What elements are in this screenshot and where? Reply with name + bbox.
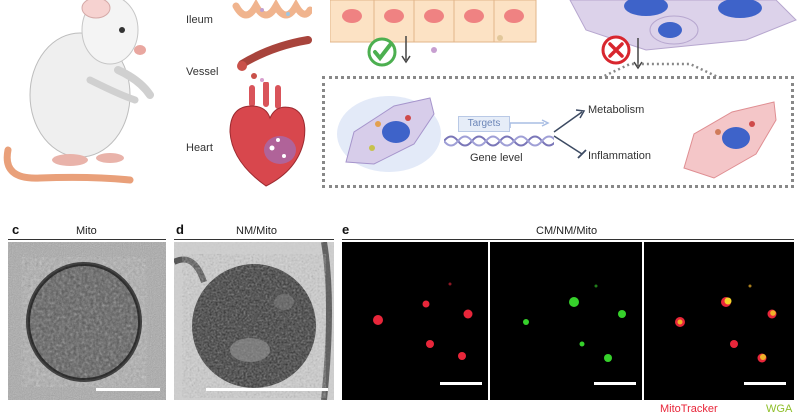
- epithelium-absorption: [330, 0, 537, 53]
- panel-c-micrograph: [8, 242, 166, 400]
- dotted-connector: [599, 62, 721, 80]
- panel-e-letter: e: [342, 222, 350, 237]
- panel-c-title: Mito: [76, 225, 97, 237]
- cardiomyocyte-healthy: [683, 101, 777, 179]
- label-inflammation: Inflammation: [588, 150, 651, 162]
- panel-e-micrograph-mitotracker: [342, 242, 488, 400]
- legend-mitotracker: MitoTracker: [660, 403, 718, 415]
- label-ileum: Ileum: [186, 14, 213, 26]
- legend-wga: WGA: [766, 403, 793, 415]
- cross-icon: [601, 35, 643, 70]
- panel-e-rule: [342, 239, 794, 240]
- heart-illustration: [229, 82, 306, 187]
- check-icon: [367, 36, 411, 67]
- targets-box: Targets: [458, 116, 510, 132]
- dna-helix: [444, 135, 554, 147]
- targets-arrow: [510, 119, 550, 128]
- panel-d-micrograph: [174, 242, 334, 400]
- panel-c-letter: c: [12, 222, 20, 237]
- pathway-arrows: [553, 109, 587, 159]
- panel-c-rule: [8, 239, 166, 240]
- panel-e-micrograph-merge: [644, 242, 794, 400]
- label-gene-level: Gene level: [470, 152, 523, 164]
- cardiomyocytes-upper: [569, 0, 797, 51]
- panel-d-rule: [174, 239, 334, 240]
- panel-c-scale-bar: [96, 388, 160, 391]
- panel-d-letter: d: [176, 222, 184, 237]
- panel-e-micrograph-wga: [490, 242, 642, 400]
- label-heart: Heart: [186, 142, 213, 154]
- ileum-illustration: [232, 0, 312, 19]
- label-vessel: Vessel: [186, 66, 219, 78]
- panel-e-scale-bar-1: [440, 382, 482, 385]
- vessel-illustration: [237, 36, 312, 82]
- schematic-figure: Ileum Vessel Heart: [0, 0, 800, 200]
- panel-e-title: CM/NM/Mito: [536, 225, 598, 237]
- cardiomyocyte-treated: [337, 96, 441, 172]
- mechanism-box: [322, 76, 794, 188]
- panel-e-scale-bar-3: [744, 382, 786, 385]
- label-metabolism: Metabolism: [588, 104, 645, 116]
- panel-e-scale-bar-2: [594, 382, 636, 385]
- panel-d-scale-bar: [206, 388, 328, 391]
- panel-d-title: NM/Mito: [236, 225, 277, 237]
- rat-illustration: [3, 0, 154, 184]
